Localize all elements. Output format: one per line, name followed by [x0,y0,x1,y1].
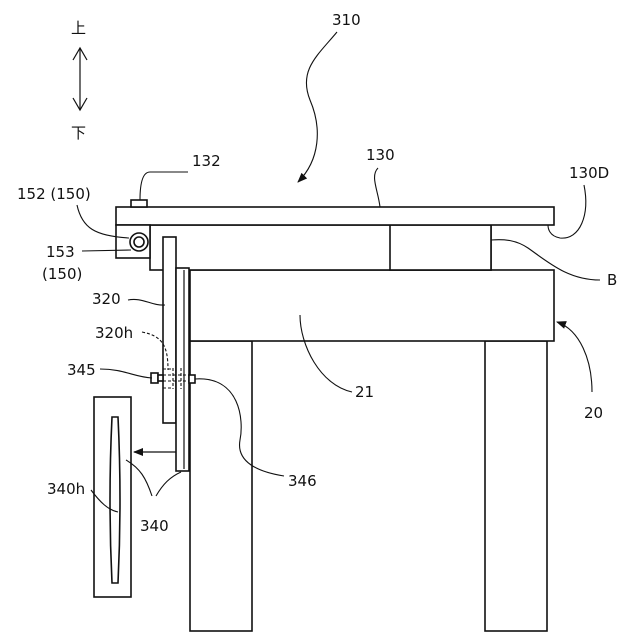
label-130d: 130D [569,164,609,182]
label-150: (150) [42,265,82,283]
label-320: 320 [92,290,121,308]
leader-20 [557,322,592,392]
top-plate [116,207,554,225]
label-21: 21 [355,383,374,401]
screw-head [151,373,158,383]
panel-slot-340h [110,417,120,583]
block-b [390,225,491,270]
label-346: 346 [288,472,317,490]
direction-indicator: 上 下 [71,19,87,142]
label-132: 132 [192,152,221,170]
label-340h: 340h [47,480,85,498]
nut-346 [189,375,195,383]
label-20: 20 [584,404,603,422]
leader-132 [140,172,188,200]
label-153: 153 [46,243,75,261]
label-130: 130 [366,146,395,164]
desk-leg-right [485,341,547,631]
leader-345 [100,369,152,378]
leader-310 [298,32,337,182]
leader-130 [375,168,380,207]
label-320h: 320h [95,324,133,342]
bracket-320 [163,237,176,423]
direction-down-label: 下 [71,124,86,142]
label-340: 340 [140,517,169,535]
fastener-inner-ring [134,237,144,247]
leader-320 [128,299,165,305]
leader-340-to-plate [156,472,181,496]
bolt-132 [131,200,147,207]
label-b: B [607,271,617,289]
label-310: 310 [332,11,361,29]
mounting-plate [176,268,189,471]
screw-collar [158,375,163,381]
label-345: 345 [67,361,96,379]
direction-up-label: 上 [71,19,86,37]
frame-body [190,270,554,341]
label-152: 152 (150) [17,185,91,203]
